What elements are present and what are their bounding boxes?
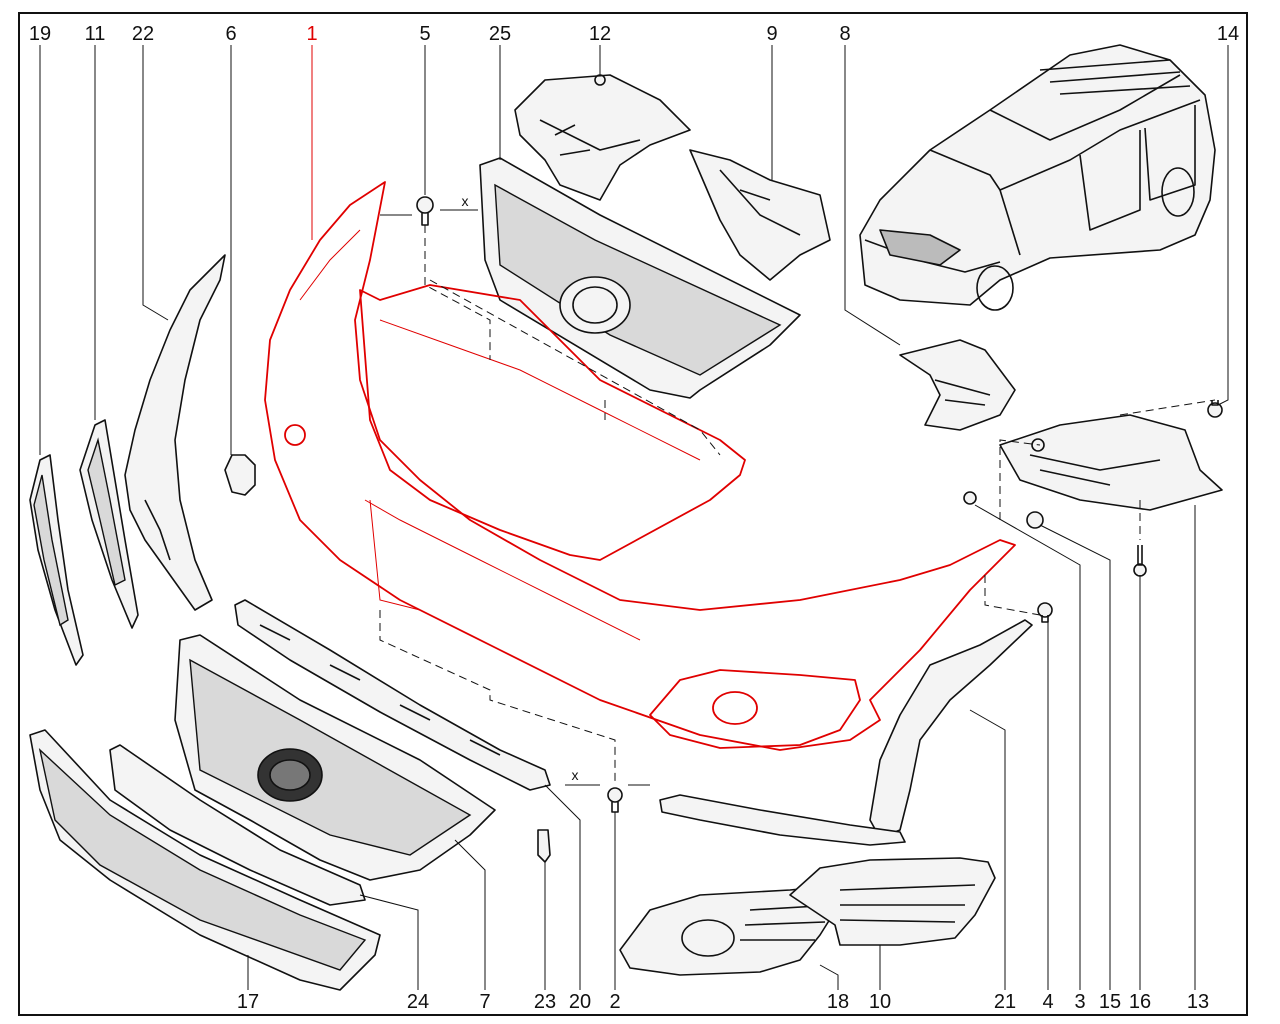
part-12-shield (514, 74, 691, 201)
part-1-bumper-highlighted (264, 181, 1016, 751)
callout-11: 11 (84, 23, 106, 45)
part-6-cap (224, 454, 256, 496)
fastener-4 (1037, 602, 1053, 623)
fastener-23 (537, 829, 551, 863)
part-22-side-trim (124, 254, 226, 611)
x-mark-bottom: x (571, 767, 579, 783)
callout-15: 15 (1098, 991, 1122, 1013)
leader-lines (39, 45, 1229, 990)
callout-10: 10 (868, 991, 892, 1013)
callout-12: 12 (588, 23, 612, 45)
assembly-lines (379, 209, 1216, 786)
part-9-bracket (689, 149, 831, 281)
callout-24: 24 (406, 991, 430, 1013)
callout-20: 20 (568, 991, 592, 1013)
callout-6: 6 (225, 23, 237, 45)
callout-21: 21 (993, 991, 1017, 1013)
callout-3: 3 (1074, 991, 1086, 1013)
fastener-15 (1026, 511, 1044, 529)
part-21-lower-lip (869, 619, 1033, 839)
callout-5: 5 (419, 23, 431, 45)
fastener-14 (1207, 400, 1223, 418)
car-illustration (859, 44, 1216, 311)
fastener-3 (963, 491, 977, 505)
part-11-grille-strip (79, 419, 139, 629)
callout-2: 2 (609, 991, 621, 1013)
callout-9: 9 (766, 23, 778, 45)
callout-17: 17 (236, 991, 260, 1013)
callout-13: 13 (1186, 991, 1210, 1013)
part-24-lower-trim (109, 744, 366, 906)
part-20-bar (234, 599, 551, 791)
callout-23: 23 (533, 991, 557, 1013)
part-8-small-shield (899, 339, 1016, 431)
callout-22: 22 (131, 23, 155, 45)
part-21-lip-piece (659, 794, 906, 846)
callout-8: 8 (839, 23, 851, 45)
part-10-fog-bezel (789, 857, 996, 946)
part-25-upper-grille (479, 157, 801, 399)
callout-18: 18 (826, 991, 850, 1013)
callout-1: 1 (306, 23, 318, 45)
part-17-mesh-grille (29, 729, 381, 991)
callout-4: 4 (1042, 991, 1054, 1013)
callout-14: 14 (1216, 23, 1240, 45)
fastener-5 (416, 196, 434, 226)
callout-16: 16 (1128, 991, 1152, 1013)
part-13-lower-shield (999, 414, 1223, 511)
part-19-grille-strip (29, 454, 84, 666)
x-mark-top: x (461, 193, 469, 209)
fastener-2 (607, 787, 623, 813)
part-7-lower-grille (174, 634, 496, 881)
callout-19: 19 (28, 23, 52, 45)
callout-25: 25 (488, 23, 512, 45)
fastener-16 (1133, 545, 1147, 577)
callout-7: 7 (479, 991, 491, 1013)
